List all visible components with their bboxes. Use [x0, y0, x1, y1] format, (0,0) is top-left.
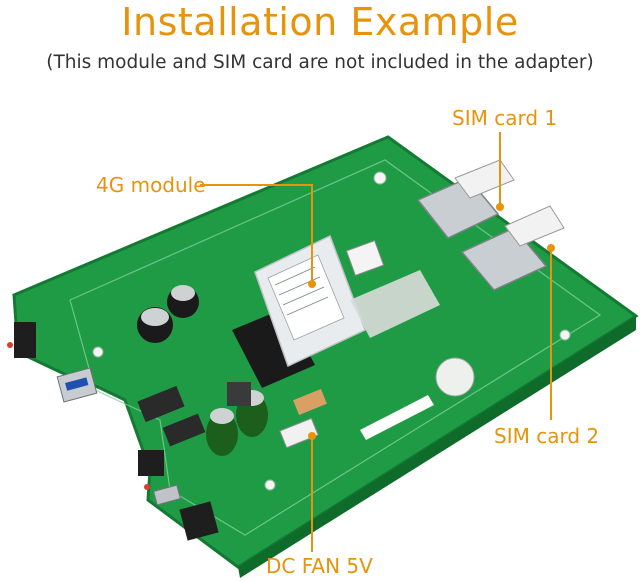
- sn-label-box: [360, 395, 434, 440]
- pcb-board-shadow: [238, 316, 636, 578]
- module-latch: [345, 240, 385, 276]
- page-subtitle: (This module and SIM card are not includ…: [46, 52, 594, 73]
- module-label-lines: [274, 266, 329, 316]
- leader-4g: [200, 184, 313, 282]
- fan-connector: [279, 417, 319, 449]
- usb-c-port: [152, 484, 182, 506]
- status-led-2: [144, 484, 150, 490]
- pcb-dot-area: [350, 270, 440, 338]
- resistor-array: [293, 388, 327, 416]
- sim-card-2: [504, 205, 565, 247]
- power-ic-2: [162, 413, 206, 447]
- pcb-board: [12, 135, 639, 569]
- bottom-left-connector: [138, 450, 164, 476]
- left-connector: [14, 322, 36, 358]
- mounting-holes: [92, 171, 571, 491]
- status-led-1: [7, 342, 13, 348]
- callout-4g-module: 4G module: [96, 173, 206, 197]
- qc-sticker: [435, 357, 475, 397]
- callout-dc-fan: DC FAN 5V: [266, 554, 373, 578]
- leader-lines: [200, 132, 555, 552]
- callout-sim-card-2: SIM card 2: [494, 424, 600, 448]
- power-ic-1: [137, 385, 185, 423]
- usb3-port-tongue: [65, 377, 89, 391]
- callout-sim-card-1: SIM card 1: [452, 106, 558, 130]
- module-label: [267, 254, 345, 341]
- dc-jack: [179, 501, 219, 541]
- inductor: [227, 382, 251, 406]
- page-title: Installation Example: [121, 0, 519, 44]
